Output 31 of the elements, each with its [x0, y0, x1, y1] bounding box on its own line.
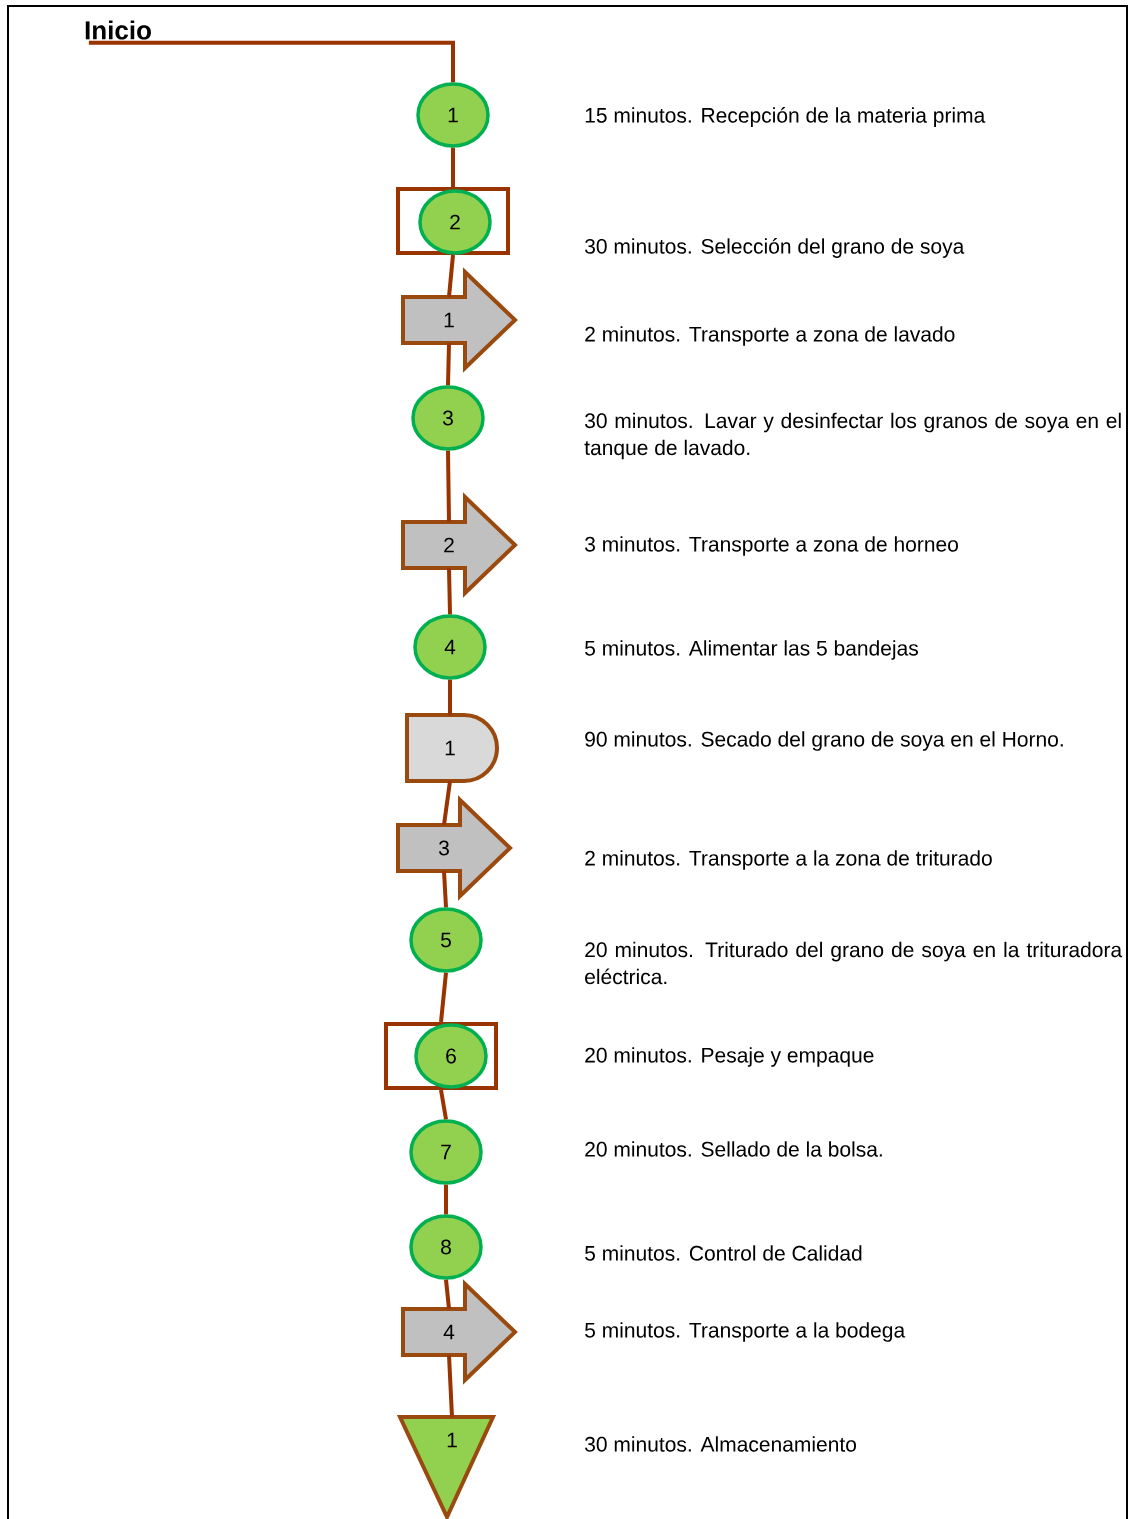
connector-line — [451, 147, 455, 187]
inspection-box — [384, 1022, 498, 1090]
step-description: 30 minutos. Almacenamiento — [585, 1436, 856, 1452]
step-description: 5 minutos. Alimentar las 5 bandejas — [585, 640, 918, 660]
connector-line — [447, 1355, 454, 1417]
connector-line — [442, 871, 448, 908]
inspection-box — [396, 187, 510, 255]
step-description: 90 minutos. Secado del grano de soya en el Horno. — [585, 731, 1063, 751]
connector-line — [448, 679, 452, 715]
connector-line — [439, 1089, 448, 1120]
connector-line — [444, 1184, 448, 1215]
step-description: 20 minutos. Triturado del grano de soya en la trituradora eléctrica. — [585, 941, 1123, 985]
step-description: 30 minutos. Selección del grano de soya — [585, 238, 965, 258]
step-description: 5 minutos. Transporte a la bodega — [585, 1322, 906, 1342]
step-description: 30 minutos. Lavar y desinfectar los granos de soya en el tanque de lavado. — [584, 412, 1121, 460]
connector-line — [446, 450, 451, 522]
connector-line — [447, 568, 452, 615]
connector-line — [442, 780, 452, 826]
step-description: 2 minutos. Transporte a la zona de triturado — [585, 850, 992, 870]
step-description: 5 minutos. Control de Calidad — [585, 1245, 862, 1261]
step-description: 20 minutos. Pesaje y empaque — [585, 1047, 874, 1067]
connector-line — [88, 40, 455, 83]
step-description: 3 minutos. Transporte a zona de horneo — [585, 536, 958, 556]
start-label: Inicio — [85, 20, 151, 40]
step-description: 2 minutos. Transporte a zona de lavado — [585, 326, 955, 346]
connector-line — [447, 254, 455, 297]
step-description: 15 minutos. Recepción de la materia prima — [585, 107, 986, 127]
connector-line — [439, 972, 448, 1023]
step-description: 20 minutos. Sellado de la bolsa. — [585, 1141, 882, 1157]
connector-line — [444, 1279, 451, 1309]
connector-line — [446, 343, 451, 386]
